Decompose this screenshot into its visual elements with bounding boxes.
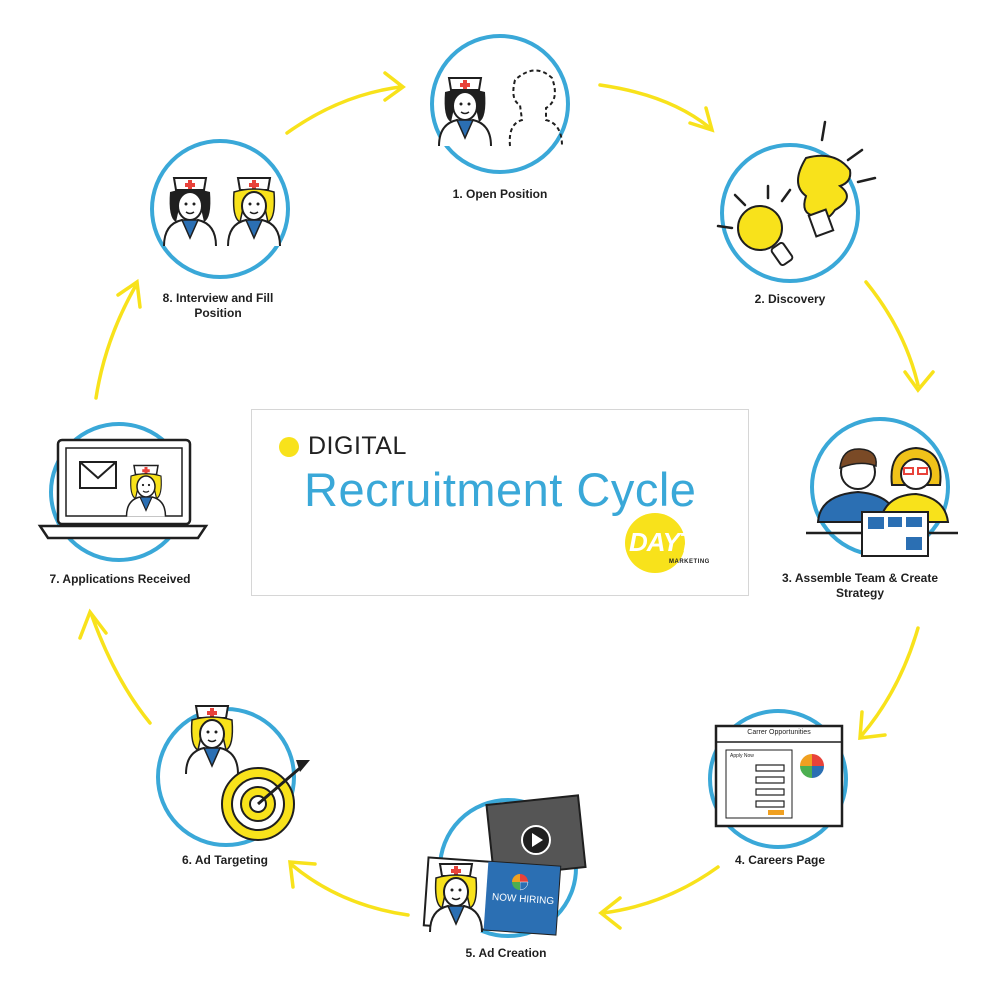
logo-badge (625, 513, 685, 573)
light-bulbs-icon (716, 120, 877, 267)
logo-subtitle: MARKETING (669, 559, 710, 565)
yellow-dot-icon (279, 437, 299, 457)
step-5-circle (422, 794, 587, 938)
step-2-circle (716, 120, 877, 283)
arrow-4-to-5 (601, 865, 720, 915)
careers-webpage-icon (714, 724, 844, 828)
arrow-6-to-7 (90, 614, 152, 725)
step-1-circle (430, 34, 570, 174)
step-4-label: 4. Careers Page (734, 853, 826, 867)
arrow-5-to-6 (290, 863, 410, 917)
title-line-1: DIGITAL (308, 432, 407, 460)
arrow-3-to-4 (860, 626, 920, 737)
step-8-label: 8. Interview and Fill Position (162, 291, 274, 320)
title-line-2: Recruitment Cycle (304, 463, 697, 516)
step-2-label: 2. Discovery (754, 292, 826, 306)
arrow-2-to-3 (864, 280, 920, 387)
laptop-with-email-icon (37, 438, 209, 540)
step-4-circle (708, 709, 848, 849)
title-card: DIGITAL Recruitment Cycle DAYTA MARKETIN… (251, 409, 749, 596)
nurse-with-target-icon (185, 705, 310, 841)
step-6-circle (156, 705, 310, 847)
step-1-label: 1. Open Position (452, 187, 548, 201)
step-3-label: 3. Assemble Team & Create Strategy (781, 571, 939, 600)
team-with-strategy-board-icon (806, 446, 958, 557)
step-5-label: 5. Ad Creation (465, 946, 547, 960)
step-8-circle (150, 139, 290, 279)
cycle-arrows (78, 71, 935, 930)
arrow-8-to-1 (285, 85, 402, 135)
step-7-label: 7. Applications Received (49, 572, 191, 586)
step-3-circle (806, 417, 958, 557)
step-7-circle (37, 422, 209, 562)
step-6-label: 6. Ad Targeting (181, 853, 268, 867)
arrow-1-to-2 (598, 83, 712, 130)
nurse-and-empty-silhouette-icon (438, 69, 563, 147)
arrow-7-to-8 (94, 285, 137, 400)
logo-name: DAYTA (629, 527, 711, 557)
now-hiring-ads-icon (422, 794, 587, 936)
careers-page-header: Carrer Opportunities (747, 729, 811, 736)
careers-apply-text: Apply Now (730, 753, 754, 759)
